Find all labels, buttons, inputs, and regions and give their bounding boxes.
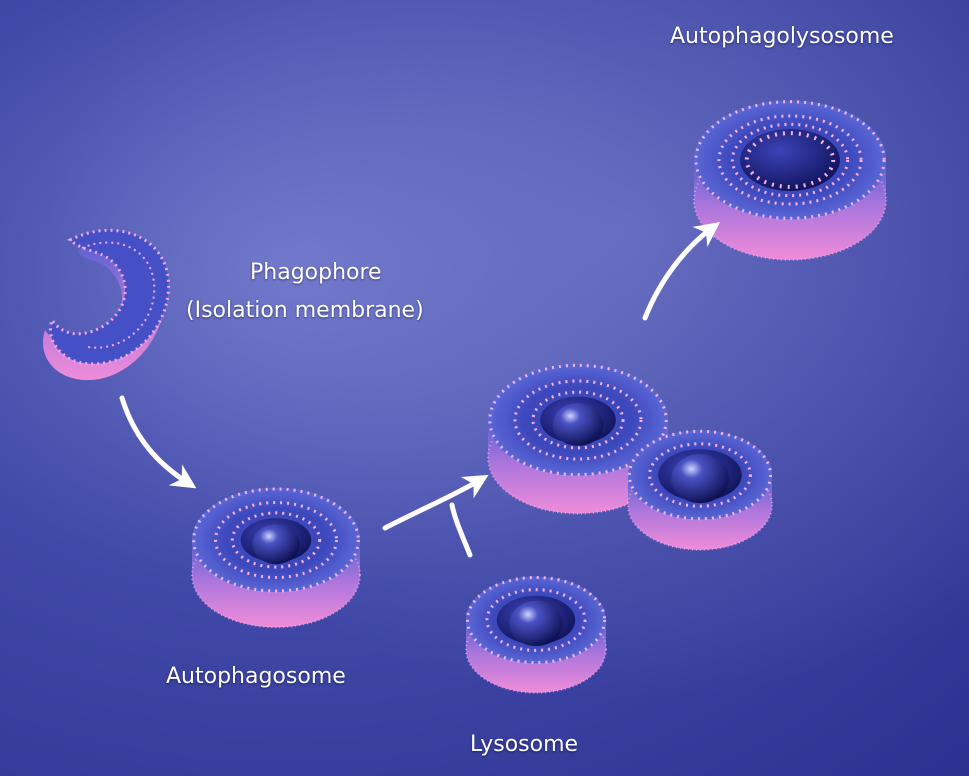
autophagosome-structure bbox=[192, 488, 360, 627]
lysosome-structure bbox=[466, 577, 606, 693]
autophagolysosome-label: Autophagolysosome bbox=[670, 22, 894, 52]
isolation-membrane-label: (Isolation membrane) bbox=[186, 296, 424, 326]
autophagolysosome-structure bbox=[694, 100, 886, 259]
phagophore-label: Phagophore bbox=[250, 258, 382, 288]
lysosome-label: Lysosome bbox=[470, 730, 578, 760]
fusing-lysosome bbox=[628, 430, 772, 550]
autophagosome-label: Autophagosome bbox=[166, 662, 346, 692]
